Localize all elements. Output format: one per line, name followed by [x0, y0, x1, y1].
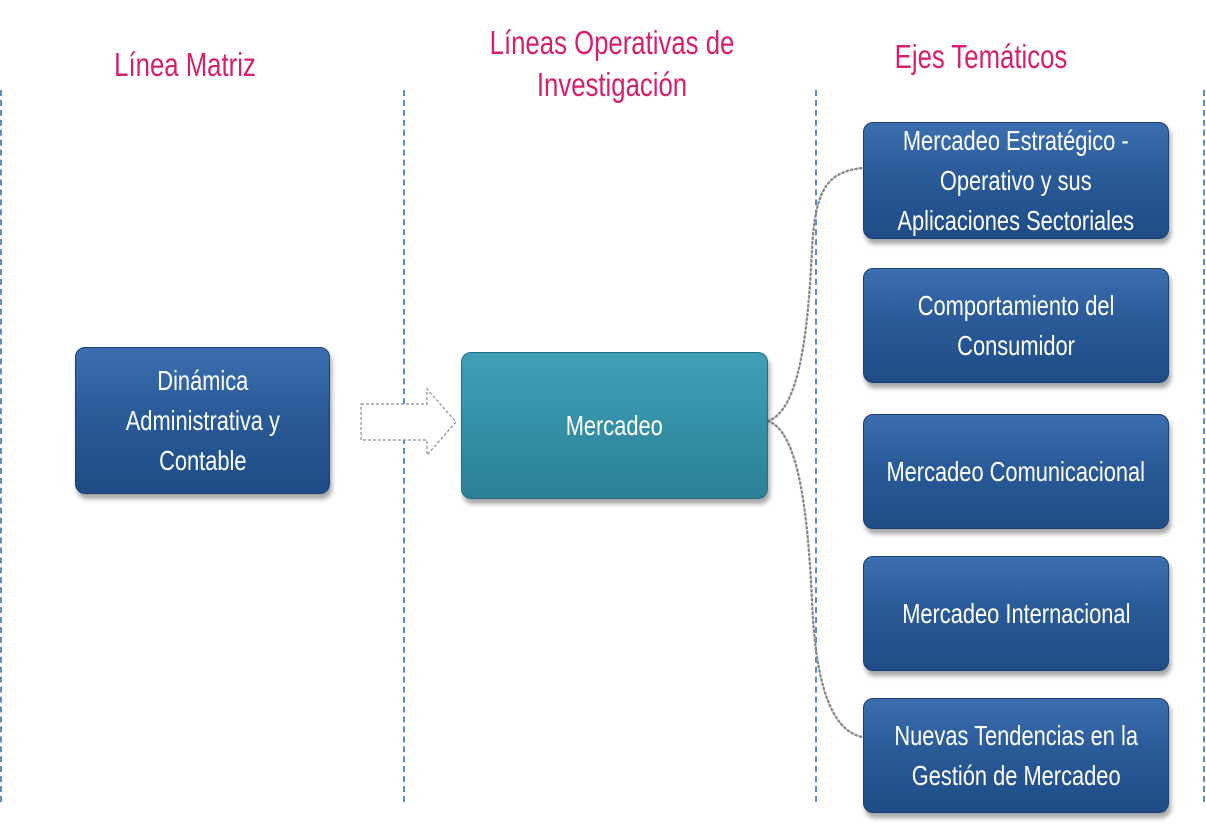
matriz-box-line-2: Administrativa y [125, 404, 280, 436]
heading-ejes-tematicos-text: Ejes Temáticos [894, 38, 1068, 75]
matriz-box-label: Dinámica Administrativa y Contable [125, 361, 279, 481]
eje-box-2-line-2: Consumidor [957, 329, 1075, 361]
arrow-right-icon [360, 387, 457, 457]
eje-box-5: Nuevas Tendencias en la Gestión de Merca… [863, 698, 1169, 813]
eje-box-4: Mercadeo Internacional [863, 556, 1169, 671]
column-divider-1 [0, 90, 2, 802]
column-divider-4 [1203, 90, 1205, 802]
connector-top [766, 166, 864, 423]
heading-ejes-tematicos: Ejes Temáticos [884, 36, 1079, 78]
heading-lineas-operativas-line-1: Líneas Operativas de [489, 24, 735, 61]
eje-box-3-label: Mercadeo Comunicacional [887, 452, 1146, 492]
eje-box-4-line-1: Mercadeo Internacional [901, 597, 1131, 629]
eje-box-1: Mercadeo Estratégico - Operativo y sus A… [863, 122, 1169, 239]
matriz-box-line-1: Dinámica [156, 364, 249, 396]
heading-lineas-operativas: Líneas Operativas de Investigación [456, 22, 768, 106]
operativa-box-line-1: Mercadeo [565, 409, 664, 441]
eje-box-4-label: Mercadeo Internacional [902, 594, 1130, 634]
operativa-box-label: Mercadeo [566, 406, 663, 446]
matriz-box-line-3: Contable [158, 444, 247, 476]
column-divider-2 [403, 90, 405, 802]
eje-box-1-line-1: Mercadeo Estratégico - [903, 124, 1129, 156]
eje-box-5-label: Nuevas Tendencias en la Gestión de Merca… [894, 716, 1138, 796]
eje-box-5-line-1: Nuevas Tendencias en la [894, 719, 1138, 751]
eje-box-2: Comportamiento del Consumidor [863, 268, 1169, 383]
eje-box-2-line-1: Comportamiento del [917, 289, 1115, 321]
connector-bottom [766, 419, 864, 739]
eje-box-1-label: Mercadeo Estratégico - Operativo y sus A… [898, 121, 1135, 241]
heading-linea-matriz-text: Línea Matriz [114, 46, 256, 83]
column-divider-3 [815, 90, 817, 802]
eje-box-3: Mercadeo Comunicacional [863, 414, 1169, 529]
eje-box-3-line-1: Mercadeo Comunicacional [886, 455, 1146, 487]
eje-box-2-label: Comportamiento del Consumidor [918, 286, 1115, 366]
eje-box-1-line-2: Operativo y sus [940, 164, 1092, 196]
eje-box-1-line-3: Aplicaciones Sectoriales [897, 204, 1135, 236]
operativa-box: Mercadeo [461, 352, 768, 499]
heading-linea-matriz: Línea Matriz [88, 44, 283, 86]
eje-box-5-line-2: Gestión de Mercadeo [911, 759, 1121, 791]
heading-lineas-operativas-line-2: Investigación [536, 66, 688, 103]
matriz-box: Dinámica Administrativa y Contable [75, 347, 330, 494]
